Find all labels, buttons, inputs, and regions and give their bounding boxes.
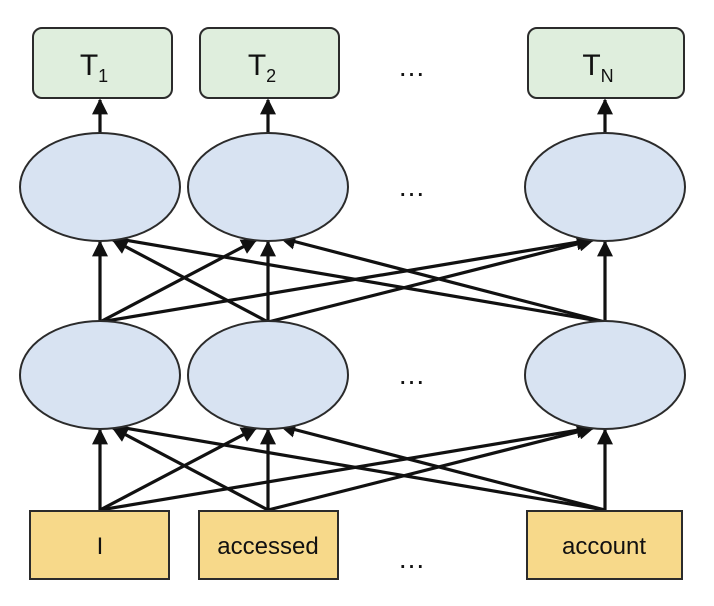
input-token-2: accessed [198, 510, 339, 580]
upper-node-n [524, 132, 686, 242]
lower-node-n [524, 320, 686, 430]
input-token-1: I [29, 510, 170, 580]
input-label-n: account [562, 533, 646, 560]
output-label-n: T [582, 49, 600, 82]
edge-in2-ln [267, 423, 595, 512]
svg-text:T2: T2 [248, 49, 276, 86]
edge-inn-l1 [111, 420, 606, 512]
lower-to-upper-edges [92, 232, 613, 324]
edge-ln-u2 [279, 233, 606, 324]
edge-in2-l1 [111, 426, 269, 512]
output-label-1: T [80, 49, 98, 82]
input-to-lower-edges [92, 420, 613, 512]
edge-l2-un [267, 235, 595, 324]
output-ellipsis: ... [399, 51, 425, 82]
upper-to-output-edges [92, 98, 613, 133]
svg-text:T1: T1 [80, 49, 108, 86]
edge-in1-l2 [99, 426, 258, 512]
edge-ln-u1 [111, 232, 606, 324]
output-token-2: T2 [199, 27, 340, 99]
edge-l2-u1 [111, 238, 269, 324]
edge-inn-l2 [279, 421, 606, 512]
edge-l1-un [99, 234, 593, 324]
edge-l1-u2 [99, 238, 258, 324]
output-label-2: T [248, 49, 266, 82]
output-token-1: T1 [32, 27, 173, 99]
edge-in1-ln [99, 422, 593, 512]
input-label-2: accessed [217, 533, 318, 560]
svg-text:TN: TN [582, 49, 613, 86]
lower-node-1 [19, 320, 181, 430]
upper-node-1 [19, 132, 181, 242]
upper-ellipsis: ... [399, 171, 425, 202]
input-token-n: account [526, 510, 683, 580]
lower-ellipsis: ... [399, 359, 425, 390]
lower-node-2 [187, 320, 349, 430]
upper-node-2 [187, 132, 349, 242]
output-token-n: TN [527, 27, 685, 99]
input-ellipsis: ... [399, 543, 425, 574]
input-label-1: I [97, 533, 104, 560]
